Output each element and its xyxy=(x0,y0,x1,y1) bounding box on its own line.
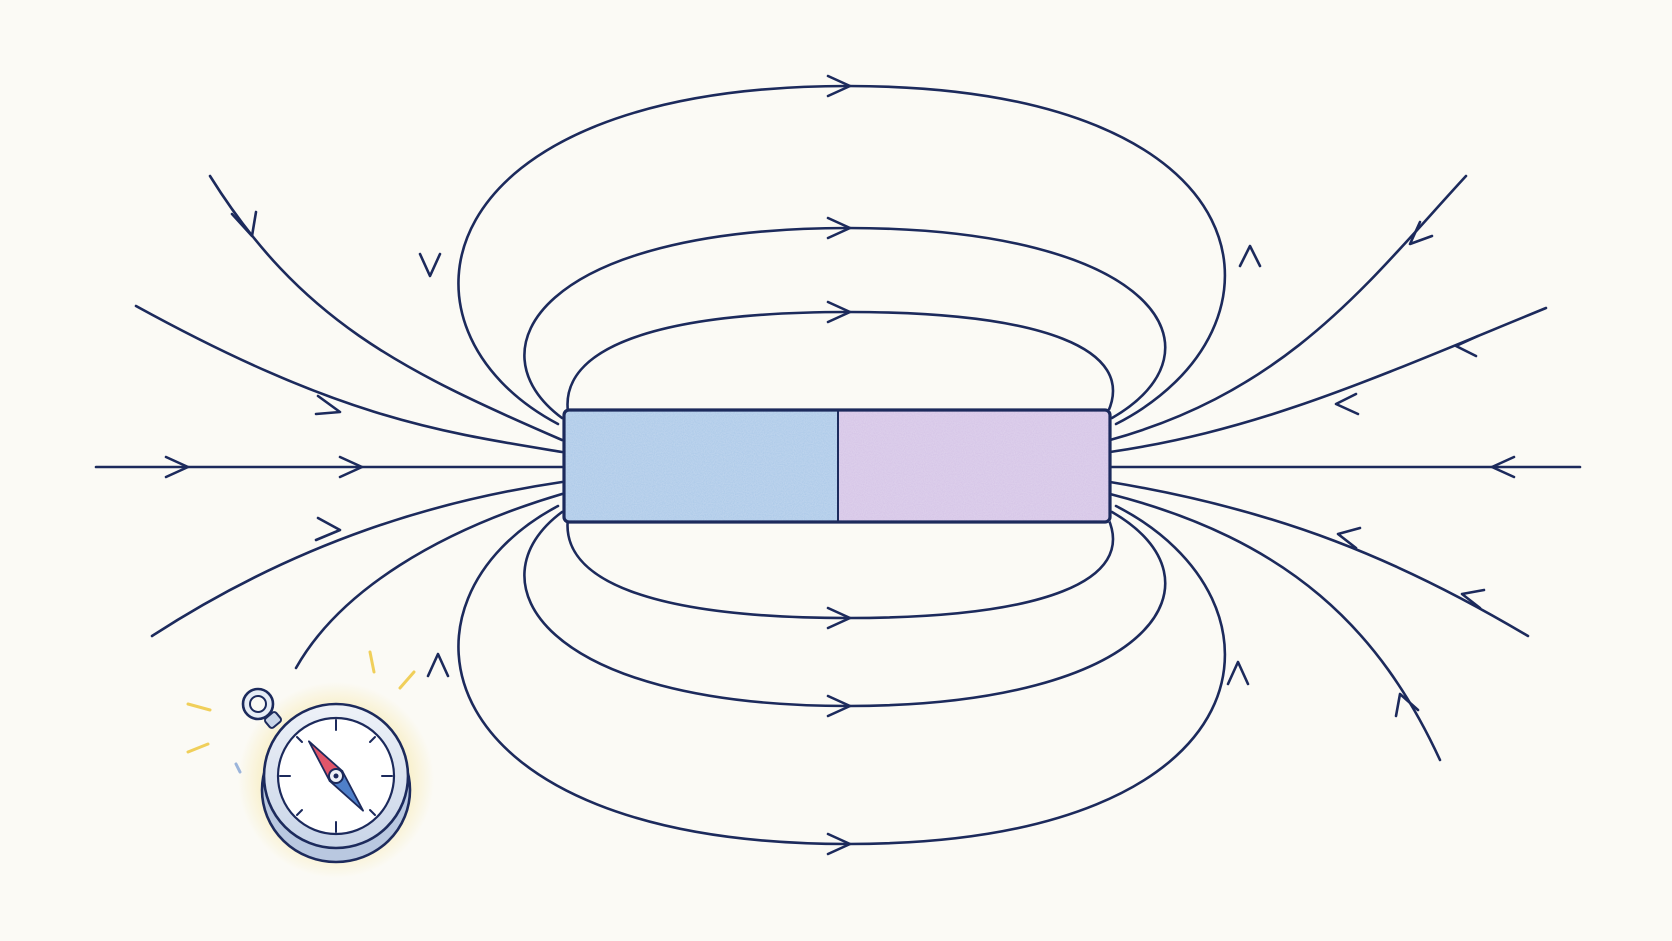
arrow-up-icon xyxy=(426,652,450,678)
arrow-left-icon xyxy=(1336,526,1362,550)
field-line-top-inner xyxy=(566,310,1115,414)
arrow-right-icon xyxy=(314,516,342,542)
arrow-right-icon xyxy=(164,455,190,479)
field-line-right-up-1 xyxy=(1108,306,1548,454)
compass-wiggle-marks xyxy=(186,650,416,774)
field-line-bottom-middle xyxy=(523,510,1167,708)
arrow-left-icon xyxy=(1490,455,1516,479)
field-line-right-up-2 xyxy=(1108,174,1468,442)
magnet-right-half xyxy=(838,410,1110,522)
arrow-right-icon xyxy=(826,300,852,324)
arrow-left-icon xyxy=(1334,392,1360,416)
arrow-right-icon xyxy=(826,606,852,630)
arrow-right-icon xyxy=(826,832,852,856)
field-line-left-up-2 xyxy=(208,174,564,442)
arrow-up-icon xyxy=(1238,244,1262,268)
field-line-left-down-1 xyxy=(150,480,564,638)
arrow-left-icon xyxy=(1408,220,1434,246)
arrow-right-icon xyxy=(826,74,852,98)
arrow-right-icon xyxy=(826,216,852,240)
arrow-left-icon xyxy=(1454,334,1480,358)
arrow-up-icon xyxy=(1226,660,1250,686)
compass-icon xyxy=(186,650,434,878)
field-line-bottom-inner xyxy=(566,516,1115,620)
bar-magnet xyxy=(562,408,1112,524)
magnet-left-half xyxy=(564,410,838,522)
arrow-left-icon xyxy=(1460,588,1486,610)
field-line-right-down-2 xyxy=(1108,492,1442,762)
arrow-right-icon xyxy=(338,455,364,479)
arrow-down-icon xyxy=(418,252,442,278)
field-direction-arrows xyxy=(164,74,1516,856)
arrow-right-icon xyxy=(314,394,342,416)
field-line-left-down-2 xyxy=(294,492,564,670)
arrow-right-icon xyxy=(230,210,258,238)
field-line-left-up-1 xyxy=(134,304,564,454)
field-line-top-middle xyxy=(523,226,1167,420)
arrow-up-icon xyxy=(1394,692,1420,718)
field-line-right-down-1 xyxy=(1108,480,1530,638)
arrow-right-icon xyxy=(826,694,852,718)
compass-ticks xyxy=(279,719,393,833)
